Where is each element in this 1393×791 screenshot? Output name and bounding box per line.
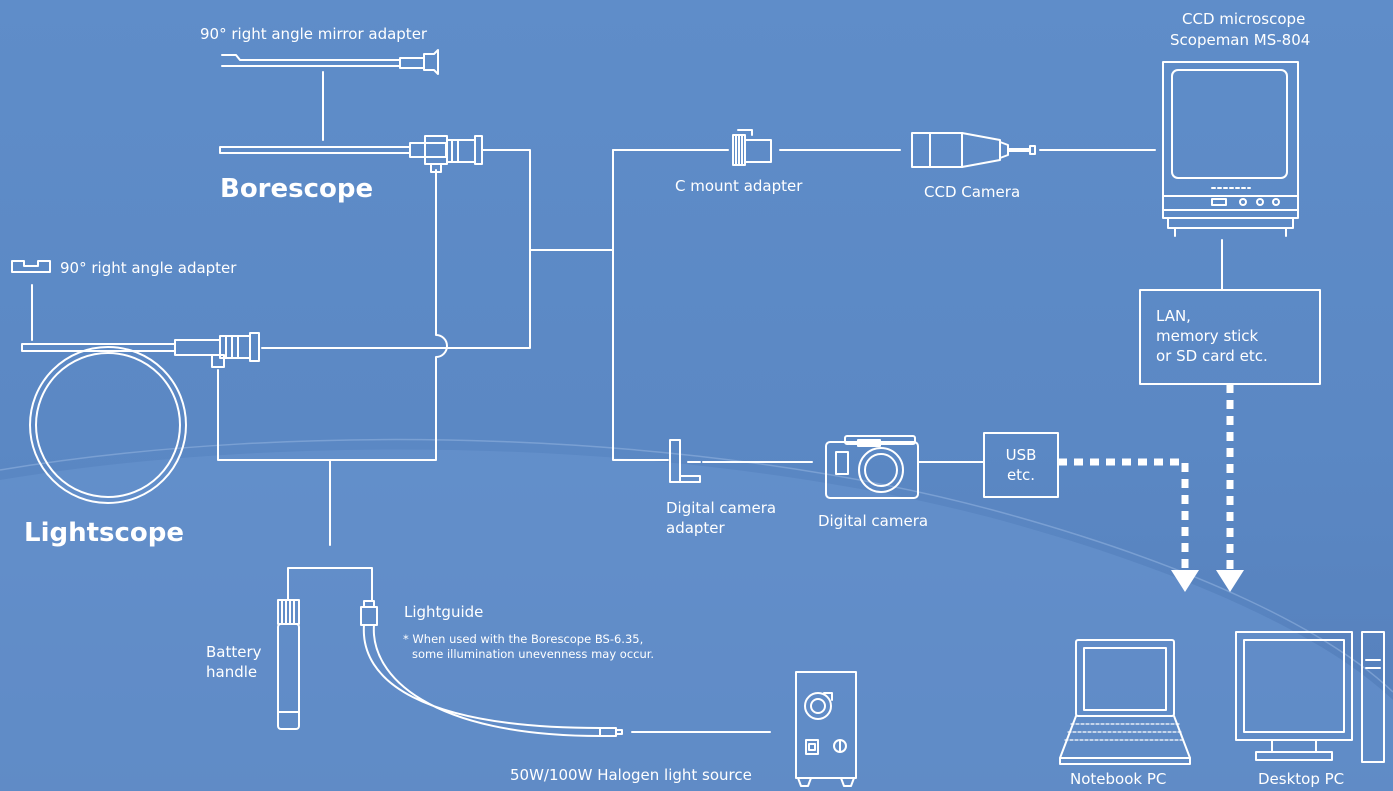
c-mount-adapter-icon [732,129,772,166]
lightguide-note-1: * When used with the Borescope BS-6.35, [403,632,644,646]
right-angle-adapter-icon [11,260,51,273]
lan-line-2: memory stick [1156,327,1259,345]
arrow-down-icon [1216,570,1244,592]
ccd-camera-icon [911,132,1036,168]
halogen-light-source-label: 50W/100W Halogen light source [510,766,752,784]
digital-camera-adapter-icon [669,439,701,483]
lightguide-note-2: some illumination unevenness may occur. [412,647,655,661]
ccd-microscope-label: CCD microscope [1182,10,1306,28]
arrow-down-icon [1171,570,1199,592]
c-mount-adapter-label: C mount adapter [675,177,803,195]
battery-handle-icon [277,599,300,730]
arrowheads [1171,570,1244,592]
lan-memory-box [1139,289,1321,385]
usb-line-2: etc. [1006,466,1036,484]
lightscope-label: Lightscope [24,518,185,548]
notebook-pc-label: Notebook PC [1070,770,1167,788]
ccd-microscope-model-label: Scopeman MS-804 [1170,31,1311,49]
lan-line-1: LAN, [1156,307,1191,325]
right-angle-adapter-label: 90° right angle adapter [60,259,237,277]
borescope-icon [219,135,483,173]
data-transfer-paths [1058,384,1234,570]
desktop-pc-label: Desktop PC [1258,770,1345,788]
digital-camera-label: Digital camera [818,512,929,530]
dc-adapter-line-2: adapter [666,519,725,537]
lan-line-3: or SD card etc. [1156,347,1268,365]
lightguide-label: Lightguide [404,603,484,621]
borescope-label: Borescope [220,174,374,204]
digital-camera-icon [825,435,919,499]
halogen-light-source-icon [795,671,857,787]
digital-camera-adapter-label: Digital camera adapter [666,498,776,538]
usb-line-1: USB [1005,446,1037,464]
notebook-pc-icon [1059,639,1191,765]
battery-line-2: handle [206,663,258,681]
lan-box-text: LAN, memory stick or SD card etc. [1156,306,1268,366]
mirror-adapter-label: 90° right angle mirror adapter [200,25,428,43]
lightscope-icon [21,332,260,504]
ccd-camera-label: CCD Camera [924,183,1021,201]
dc-adapter-line-1: Digital camera [666,499,777,517]
battery-handle-label: Battery handle [206,642,262,682]
ccd-microscope-icon [1162,61,1299,237]
lightguide-icon [360,600,623,737]
mirror-adapter-icon [221,49,439,75]
connection-lines [31,71,1223,733]
usb-box [983,432,1059,498]
battery-line-1: Battery [206,643,262,661]
desktop-pc-icon [1235,631,1385,763]
usb-box-text: USB etc. [984,445,1058,485]
